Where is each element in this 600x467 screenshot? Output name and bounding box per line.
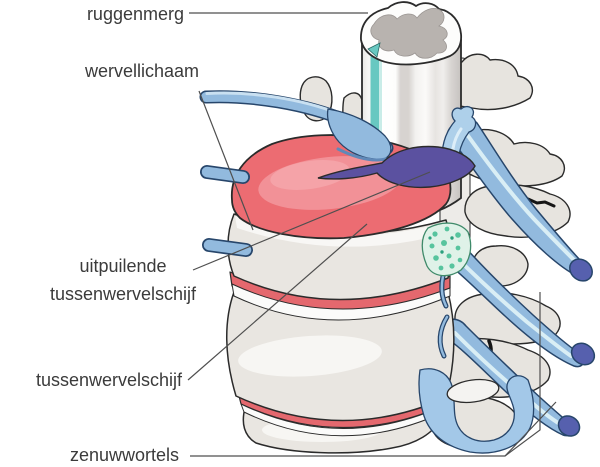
disc-highlight-soft	[270, 160, 350, 190]
label-bulging-disc-line2: tussenwervelschijf	[49, 284, 197, 304]
label-spinal-cord: ruggenmerg	[86, 4, 184, 24]
vertebral-column-graphic	[225, 213, 455, 454]
facet-joint-graphic	[421, 222, 472, 277]
nerve-root-tip	[570, 342, 596, 366]
facet-speckles	[428, 226, 463, 271]
csf-pool	[418, 368, 535, 454]
leader-bulging-disc	[192, 171, 431, 271]
nerve-roots-graphic	[431, 117, 596, 437]
nerve-highlight	[449, 250, 573, 358]
nerve-stub-upper	[201, 166, 249, 183]
disc-rim-white	[231, 283, 451, 321]
leader-nerve-roots-branch	[504, 401, 557, 457]
bone-highlight	[238, 335, 382, 377]
label-vertebral-body: wervellichaam	[84, 61, 199, 81]
nerve-root-tip	[557, 415, 581, 437]
cord-teal-tract-edge	[379, 50, 382, 206]
label-bulging-disc-line1: uitpuilende	[79, 256, 167, 276]
thecal-sac-graphic	[418, 368, 535, 454]
label-nerve-roots: zenuwwortels	[69, 445, 179, 465]
nerve-stub-lower	[203, 239, 252, 256]
disc-hernia-bulge	[317, 145, 476, 189]
leader-vertebral-body	[198, 90, 254, 231]
leader-disc	[187, 223, 368, 381]
upper-nerve-graphic	[199, 90, 394, 257]
nerve-highlight	[464, 131, 577, 263]
leader-nerve-roots	[190, 292, 541, 457]
bone-lump	[446, 378, 500, 404]
nerve-root-tip	[569, 258, 593, 282]
gray-matter-butterfly	[370, 8, 448, 59]
cord-teal-root-entry	[367, 42, 381, 58]
leader-lines	[187, 12, 557, 457]
bone-rim-white	[235, 216, 445, 247]
label-bulging-disc: uitpuilende tussenwervelschijf	[38, 252, 208, 308]
hernia-graphic	[317, 105, 477, 189]
label-intervertebral-disc: tussenwervelschijf	[35, 370, 182, 390]
